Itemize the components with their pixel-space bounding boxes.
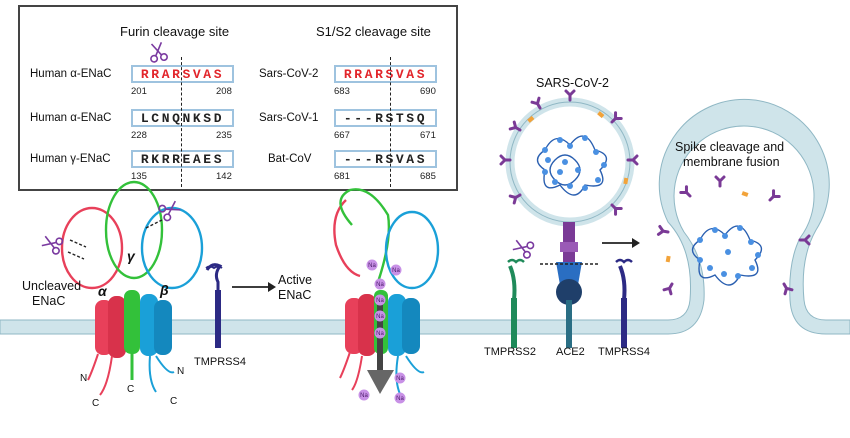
ion-flow-arrow xyxy=(367,370,394,394)
active-enac xyxy=(333,188,440,395)
fused-viral-genome xyxy=(656,175,811,296)
furin-cleavage-line xyxy=(181,57,182,187)
sequence-black: ---RSTSQ xyxy=(343,110,428,126)
scissors-icon xyxy=(510,236,536,260)
uncleaved-label-1: Uncleaved xyxy=(22,279,82,293)
beta-subunit-label: β xyxy=(160,282,169,298)
s1s2-cleavage-line xyxy=(390,57,391,187)
tmprss4-protease-right xyxy=(615,258,633,348)
membrane-band xyxy=(0,98,850,335)
alpha-subunit-label: α xyxy=(98,283,107,299)
row-label-bat-cov: Bat-CoV xyxy=(268,153,312,165)
tmprss4-protease-left xyxy=(205,263,223,348)
active-label-1: Active xyxy=(278,273,313,287)
start-number: 681 xyxy=(334,171,350,182)
sodium-ion: Na xyxy=(358,389,370,401)
sequence-black: ---RSVAS xyxy=(343,151,428,167)
fusion-label-2: membrane fusion xyxy=(683,155,780,169)
s1s2-header: S1/S2 cleavage site xyxy=(316,24,431,39)
gamma-subunit-label: γ xyxy=(127,248,135,264)
beta-n-terminal: N xyxy=(177,366,185,377)
sodium-ion: Na xyxy=(374,310,386,322)
sodium-ion: Na xyxy=(394,372,406,384)
row-label-sars-cov-1: Sars-CoV-1 xyxy=(259,112,319,124)
sodium-ion: Na xyxy=(374,278,386,290)
sequence-box-bat-cov: ---RSVAS xyxy=(334,150,437,168)
beta-c-terminal: C xyxy=(170,396,178,407)
alpha-n-terminal: N xyxy=(80,373,88,384)
tmprss2-protease xyxy=(507,258,525,348)
svg-text:Na: Na xyxy=(360,393,368,399)
sequence-box-sars-cov-2: RRARSVAS xyxy=(334,65,437,83)
start-number: 228 xyxy=(131,130,147,141)
sequence-red: RRARSVAS xyxy=(343,66,428,82)
sequence-box-sars-cov-1: ---RSTSQ xyxy=(334,109,437,127)
svg-text:Na: Na xyxy=(376,282,384,288)
sars-cov-2-virion xyxy=(499,89,639,227)
svg-text:Na: Na xyxy=(396,376,404,382)
rna-beads xyxy=(542,135,607,191)
scissors-icon xyxy=(39,232,65,256)
fusion-label-1: Spike cleavage and xyxy=(675,140,785,154)
start-number: 135 xyxy=(131,171,147,182)
uncleaved-enac xyxy=(60,180,204,396)
active-label-2: ENaC xyxy=(278,288,312,302)
tmprss4-label-left: TMPRSS4 xyxy=(194,356,246,368)
tmprss4-label-right: TMPRSS4 xyxy=(598,346,650,358)
row-label-human-gamma: Human γ-ENaC xyxy=(30,153,111,165)
sodium-ion: Na xyxy=(394,392,406,404)
start-number: 201 xyxy=(131,86,147,97)
end-number: 685 xyxy=(420,171,436,182)
sodium-ion: Na xyxy=(390,264,402,276)
ace2-label: ACE2 xyxy=(556,346,585,358)
virus-title: SARS-CoV-2 xyxy=(536,76,609,90)
row-label-human-alpha-1: Human α-ENaC xyxy=(30,68,112,80)
row-label-sars-cov-2: Sars-CoV-2 xyxy=(259,68,319,80)
gamma-c-terminal: C xyxy=(127,384,135,395)
spike-ace2-complex xyxy=(540,222,600,348)
uncleaved-label-2: ENaC xyxy=(32,294,66,308)
end-number: 208 xyxy=(216,86,232,97)
svg-text:Na: Na xyxy=(376,331,384,337)
svg-text:Na: Na xyxy=(396,396,404,402)
svg-text:Na: Na xyxy=(376,314,384,320)
start-number: 683 xyxy=(334,86,350,97)
tmprss2-label: TMPRSS2 xyxy=(484,346,536,358)
sodium-ion: Na xyxy=(366,259,378,271)
fusion-arrow-head xyxy=(632,238,640,248)
activation-arrow-head xyxy=(268,282,276,292)
sodium-ions: Na Na Na Na Na Na Na Na Na xyxy=(358,259,406,404)
sodium-ion: Na xyxy=(374,294,386,306)
svg-text:Na: Na xyxy=(368,263,376,269)
svg-text:Na: Na xyxy=(392,268,400,274)
scissors-icon xyxy=(147,40,169,64)
svg-text:Na: Na xyxy=(376,298,384,304)
alpha-c-terminal: C xyxy=(92,398,100,409)
sodium-ion: Na xyxy=(374,327,386,339)
end-number: 142 xyxy=(216,171,232,182)
furin-header: Furin cleavage site xyxy=(120,24,230,39)
end-number: 671 xyxy=(420,130,436,141)
start-number: 667 xyxy=(334,130,350,141)
end-number: 235 xyxy=(216,130,232,141)
end-number: 690 xyxy=(420,86,436,97)
row-label-human-alpha-2: Human α-ENaC xyxy=(30,112,112,124)
